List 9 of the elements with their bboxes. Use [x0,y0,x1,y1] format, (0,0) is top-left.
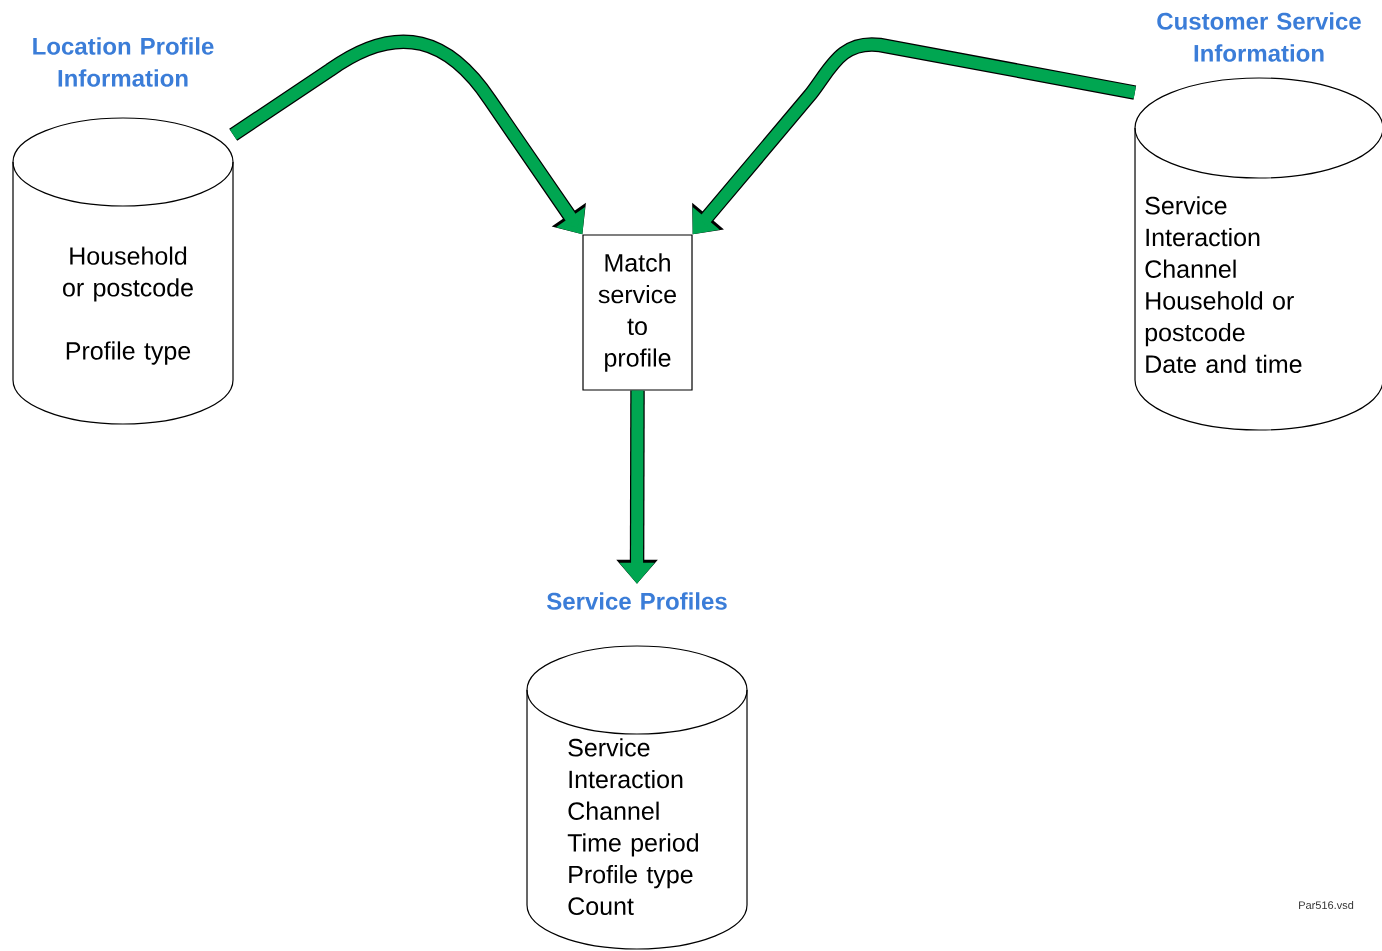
heading: Location Profile Information [33,37,214,87]
process-box: Match service to profile [582,234,693,391]
field-text: Household or postcode [63,246,193,302]
field-list: Service Interaction Channel Time period Profile type Count [567,738,699,916]
heading: Service Profiles [547,592,727,610]
field-text: Profile type [66,341,191,365]
file-name: Par516.vsd [1299,901,1354,910]
heading: Customer Service Information [1157,12,1361,62]
field-list: Service Interaction Channel Household or postcode Date and time [1145,196,1302,374]
